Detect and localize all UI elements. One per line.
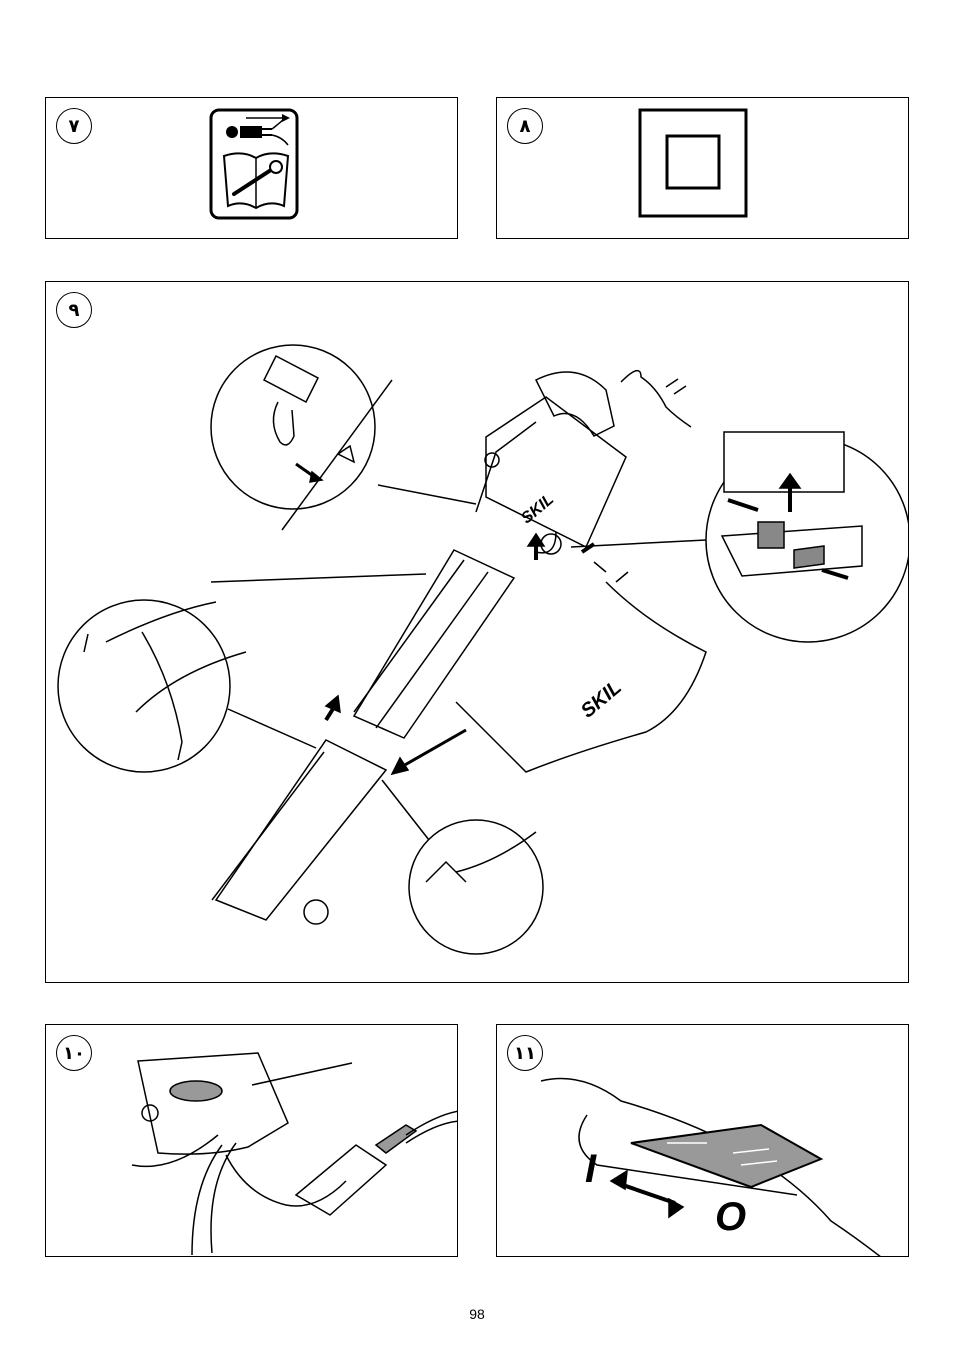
- strap-hook-detail: [211, 345, 476, 530]
- page-number: 98: [0, 1306, 954, 1322]
- bag-hook-detail: [382, 780, 543, 954]
- switch-off-label: O: [715, 1195, 746, 1240]
- cord-plug-illustration: [46, 1025, 458, 1257]
- double-insulation-symbol: [497, 98, 909, 239]
- figure-panel-10: ١٠: [45, 1024, 458, 1257]
- collection-bag: SKIL: [456, 544, 706, 772]
- upper-tube: [354, 534, 544, 738]
- figure-panel-11: ١١ I O: [496, 1024, 909, 1257]
- figure-panel-8: ٨: [496, 97, 909, 239]
- brand-logo-hood: SKIL: [518, 491, 557, 527]
- figure-panel-9: ٩ SKIL: [45, 281, 909, 983]
- switch-on-label: I: [585, 1147, 596, 1192]
- blower-motor-housing: SKIL: [476, 371, 691, 554]
- read-manual-symbol: [46, 98, 458, 239]
- brand-logo-bag: SKIL: [577, 676, 626, 722]
- switch-illustration: [497, 1025, 909, 1257]
- figure-panel-7: ٧: [45, 97, 458, 239]
- clamp-screw-detail: [58, 574, 426, 772]
- assembly-illustration: SKIL SKIL: [46, 282, 909, 983]
- latch-detail: [571, 432, 909, 642]
